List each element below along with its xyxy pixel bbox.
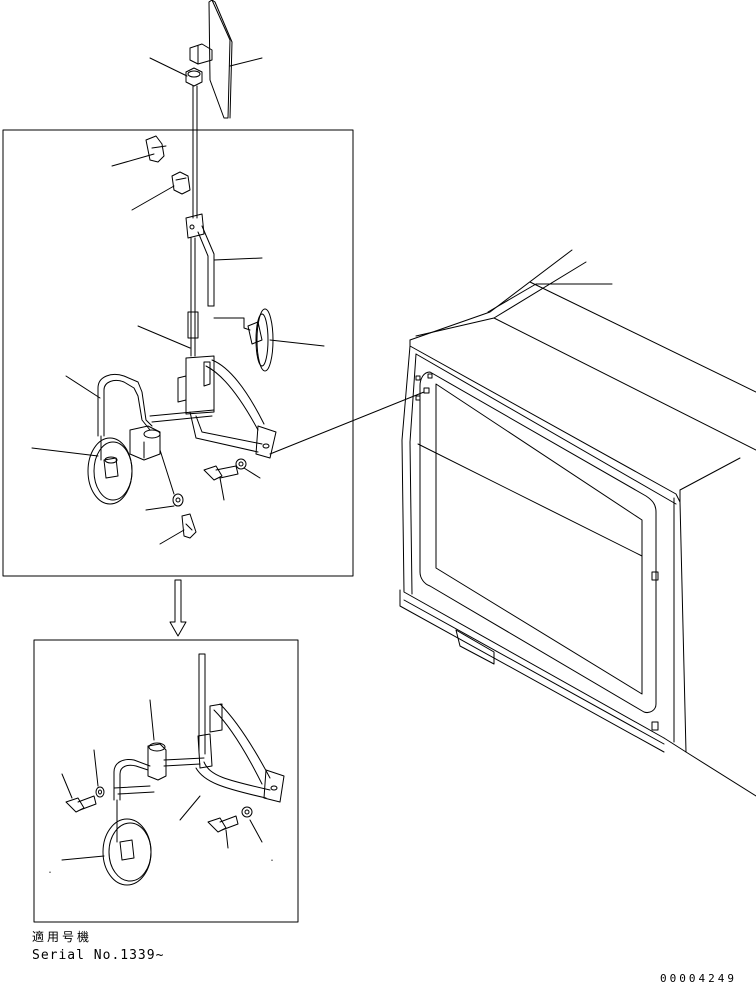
side-mirror-small [214,309,273,371]
lower-mirror-arm-pipe [114,760,154,801]
applicable-serial-label-jp: 適用号機 [32,930,93,944]
document-number: 00004249 [660,972,737,985]
mirror-arm-pipe [98,375,214,437]
bolts-and-washers-lower [66,787,252,832]
bolts-and-washers-main [160,450,246,538]
detail-frame-main [3,130,353,576]
lower-bracket-assembly [178,356,276,458]
detail-frame-lower [34,640,298,922]
leader-lines-top [150,58,262,76]
pipe-clamp-block [130,426,160,460]
lower-pipe-clamp [148,743,204,780]
mirror-nut [186,68,202,86]
upper-mirror-stay-rod [193,86,197,130]
lower-stay-assembly [196,654,284,802]
serial-number-label: Serial No.1339~ [32,948,165,963]
upper-stay-assembly [146,130,214,356]
upper-mirror [190,0,232,118]
lower-mirror-large [103,800,151,885]
down-arrow [170,580,186,636]
operator-cab [270,250,756,796]
side-mirror-large [88,436,132,504]
leader-lines-main [32,154,324,544]
leader-lines-lower [50,700,272,873]
